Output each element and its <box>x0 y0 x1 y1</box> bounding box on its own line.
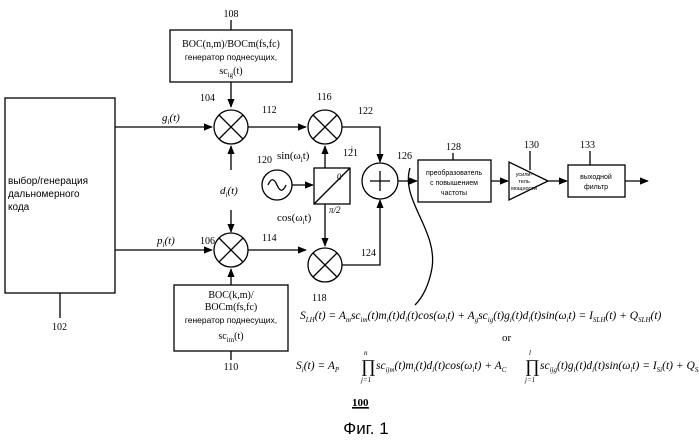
figure-caption: Фиг. 1 <box>343 419 388 438</box>
label-110: 110 <box>224 362 239 373</box>
sine-wave-icon <box>262 170 292 200</box>
multiplier-x-in-circle-icon <box>214 110 248 144</box>
product-symbol-2: ∏ <box>525 356 540 376</box>
ranging-code-line-1: выбор/генерация <box>8 175 88 187</box>
bottom-gen-line-1: BOC(k,m)/ <box>208 290 254 301</box>
output-filter-block <box>568 165 625 197</box>
phase-zero-label: 0 <box>337 172 342 182</box>
top-gen-line-1: BOC(n,m)/BOCm(fs,fc) <box>182 39 280 50</box>
plus-in-circle-icon <box>362 163 398 199</box>
label-112: 112 <box>262 105 277 116</box>
ranging-code-line-3: кода <box>8 202 30 213</box>
ranging-code-line-2: дальномерного <box>8 189 80 200</box>
label-106: 106 <box>200 236 215 247</box>
svg-text:j=1: j=1 <box>360 376 371 384</box>
label-118: 118 <box>312 293 327 304</box>
amp-line-3: мощности <box>511 186 537 192</box>
label-126: 126 <box>397 151 412 162</box>
label-133: 133 <box>580 140 595 151</box>
svg-text:Si(t) = AP: Si(t) = AP <box>296 360 340 374</box>
svg-text:j=1: j=1 <box>524 376 535 384</box>
label-d-signal: di(t) <box>220 185 238 199</box>
bottom-gen-line-3: генератор поднесущих, <box>185 315 277 325</box>
label-cos: cos(ωit) <box>277 212 312 226</box>
label-104: 104 <box>200 93 215 104</box>
top-gen-line-2: генератор поднесущих, <box>185 52 277 62</box>
svg-text:n: n <box>364 349 368 357</box>
label-g-signal: gi(t) <box>162 112 180 126</box>
svg-text:scijm(t)mi(t)di(t)cos(ωit) + A: scijm(t)mi(t)di(t)cos(ωit) + AC <box>376 360 507 374</box>
label-120: 120 <box>257 155 272 166</box>
label-116: 116 <box>317 92 332 103</box>
label-130: 130 <box>524 140 539 151</box>
label-p-signal: pi(t) <box>156 235 175 249</box>
equation-1: SLH(t) = Amscim(t)mi(t)di(t)cos(ωit) + A… <box>300 310 662 324</box>
phase-pi2-label: π/2 <box>329 205 341 215</box>
equation-or: or <box>502 332 512 344</box>
amp-line-2: тель <box>518 179 530 185</box>
label-102: 102 <box>52 322 67 333</box>
filter-line-2: фильтр <box>584 184 608 191</box>
figure-number-100: 100 <box>352 397 369 409</box>
svg-text:scijg(t)gi(t)di(t)sin(ωit) = I: scijg(t)gi(t)di(t)sin(ωit) = ISi(t) + QS… <box>540 360 699 374</box>
upconv-line-3: частоты <box>441 190 467 197</box>
label-122: 122 <box>358 106 373 117</box>
upconv-line-2: с повышением <box>430 180 478 187</box>
label-124: 124 <box>361 248 376 259</box>
amp-line-1: усили- <box>516 172 533 178</box>
upconv-line-1: преобразователь <box>426 169 482 177</box>
bottom-gen-line-2: BOCm(fs,fc) <box>205 302 258 313</box>
label-sin: sin(ωit) <box>277 150 310 164</box>
svg-text:l: l <box>529 349 531 357</box>
multiplier-x-in-circle-icon <box>308 248 342 282</box>
label-128: 128 <box>446 142 461 153</box>
product-symbol-1: ∏ <box>361 356 376 376</box>
label-114: 114 <box>262 233 277 244</box>
multiplier-x-in-circle-icon <box>308 110 342 144</box>
equation-2: Si(t) = AP ∏ n j=1 scijm(t)mi(t)di(t)cos… <box>296 349 699 384</box>
filter-line-1: выходной <box>580 173 612 181</box>
multiplier-x-in-circle-icon <box>214 233 248 267</box>
label-121: 121 <box>343 148 358 159</box>
label-108: 108 <box>224 9 239 20</box>
